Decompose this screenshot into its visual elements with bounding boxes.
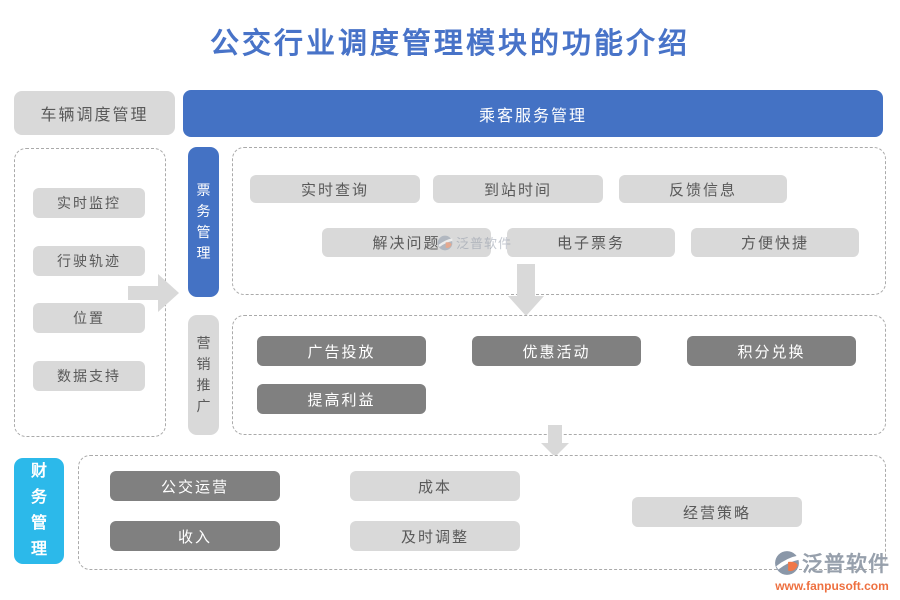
finance-item-bus-operation: 公交运营 bbox=[110, 471, 280, 501]
ticketing-item-feedback: 反馈信息 bbox=[619, 175, 787, 203]
ticketing-item-convenient: 方便快捷 bbox=[691, 228, 859, 257]
finance-item-income: 收入 bbox=[110, 521, 280, 551]
marketing-box bbox=[232, 315, 886, 435]
flow-arrow-down-icon bbox=[508, 264, 544, 316]
marketing-item-advertising: 广告投放 bbox=[257, 336, 426, 366]
finance-tab: 财务管理 bbox=[14, 458, 64, 564]
marketing-tab: 营销推广 bbox=[188, 315, 219, 435]
marketing-tab-label: 营销推广 bbox=[196, 335, 211, 414]
finance-item-timely-adjustment: 及时调整 bbox=[350, 521, 520, 551]
vehicle-item-location: 位置 bbox=[33, 303, 145, 333]
marketing-item-promotions: 优惠活动 bbox=[472, 336, 641, 366]
finance-item-business-strategy: 经营策略 bbox=[632, 497, 802, 527]
fanpu-logo-url: www.fanpusoft.com bbox=[775, 579, 889, 593]
passenger-service-header: 乘客服务管理 bbox=[183, 90, 883, 137]
watermark: 泛普软件 bbox=[437, 233, 512, 252]
vehicle-item-realtime-monitor: 实时监控 bbox=[33, 188, 145, 218]
ticketing-item-arrival-time: 到站时间 bbox=[433, 175, 603, 203]
vehicle-item-driving-track: 行驶轨迹 bbox=[33, 246, 145, 276]
ticketing-item-solve-problem: 解决问题 bbox=[322, 228, 491, 257]
fanpu-logo-icon bbox=[775, 551, 799, 575]
marketing-item-increase-profit: 提高利益 bbox=[257, 384, 426, 414]
ticketing-box bbox=[232, 147, 886, 295]
flow-arrow-down-small-icon bbox=[541, 425, 569, 457]
ticketing-item-realtime-query: 实时查询 bbox=[250, 175, 420, 203]
watermark-text: 泛普软件 bbox=[456, 236, 513, 251]
marketing-item-points-exchange: 积分兑换 bbox=[687, 336, 856, 366]
watermark-logo-icon bbox=[437, 235, 453, 250]
vehicle-dispatch-header: 车辆调度管理 bbox=[14, 91, 175, 135]
ticketing-tab: 票务管理 bbox=[188, 147, 219, 297]
fanpu-logo-name: 泛普软件 bbox=[802, 553, 890, 576]
fanpu-logo: 泛普软件 www.fanpusoft.com bbox=[774, 548, 890, 593]
flow-arrow-right-icon bbox=[128, 274, 180, 312]
finance-tab-label: 财务管理 bbox=[30, 463, 47, 558]
ticketing-tab-label: 票务管理 bbox=[196, 182, 211, 261]
page-title: 公交行业调度管理模块的功能介绍 bbox=[209, 26, 690, 60]
ticketing-item-eticket: 电子票务 bbox=[507, 228, 675, 257]
finance-item-cost: 成本 bbox=[350, 471, 520, 501]
vehicle-item-data-support: 数据支持 bbox=[33, 361, 145, 391]
